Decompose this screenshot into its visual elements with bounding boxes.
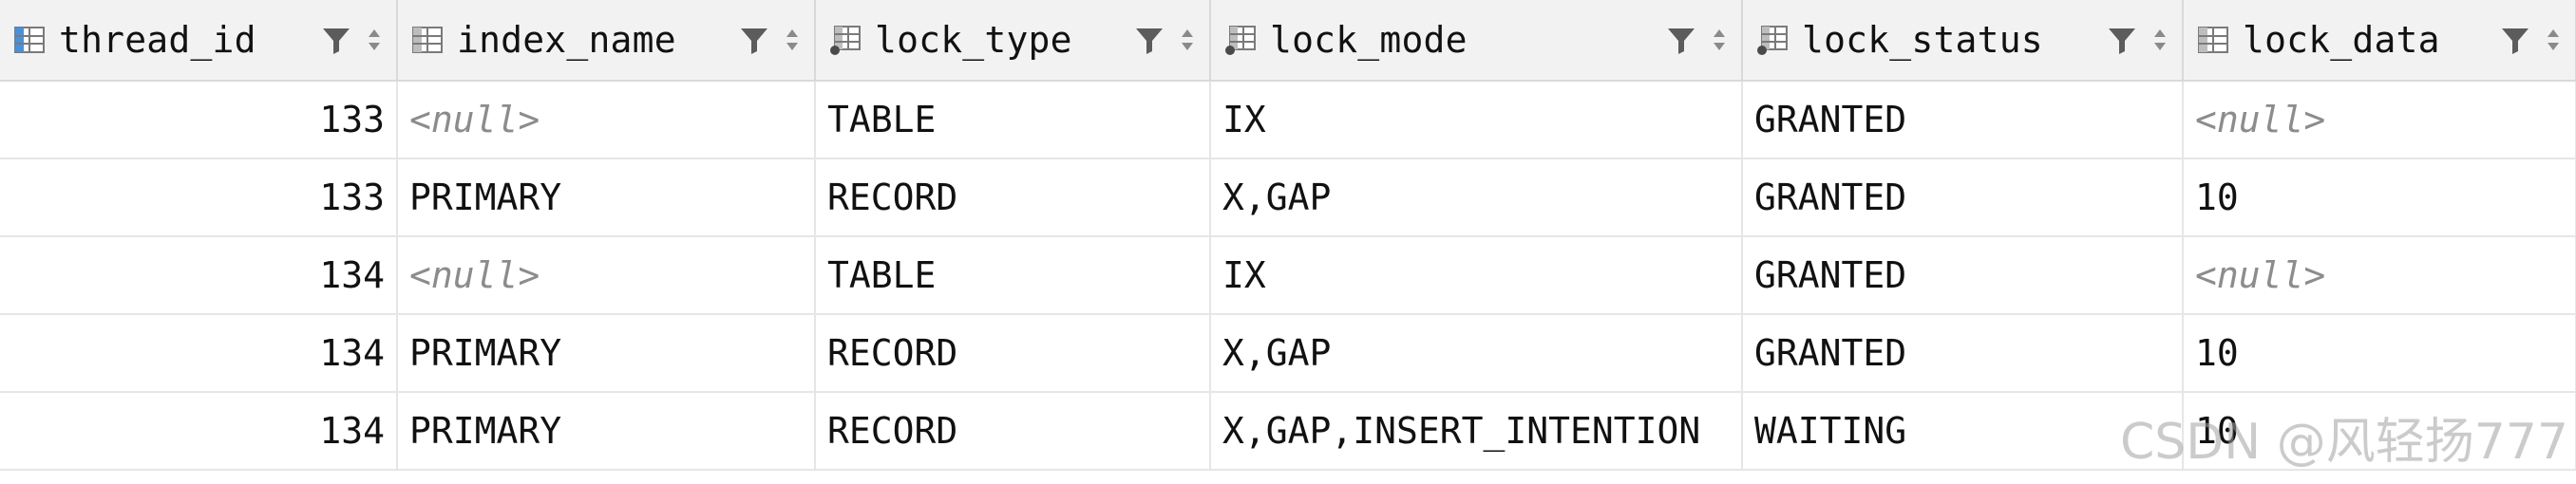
cell-thread-id[interactable]: 134 (0, 392, 398, 471)
cell-lock-data[interactable]: <null> (2183, 81, 2576, 159)
cell-lock-mode[interactable]: X,GAP (1210, 314, 1743, 393)
table-column-icon (2197, 24, 2229, 56)
cell-lock-type[interactable]: RECORD (815, 314, 1211, 393)
table-row[interactable]: 133 <null> TABLE IX GRANTED <null> (0, 81, 2576, 159)
column-header-label: index_name (457, 19, 676, 61)
filter-icon[interactable] (2499, 24, 2531, 56)
cell-lock-type[interactable]: RECORD (815, 158, 1211, 237)
table-row[interactable]: 134 PRIMARY RECORD X,GAP,INSERT_INTENTIO… (0, 392, 2576, 471)
cell-thread-id[interactable]: 133 (0, 81, 398, 159)
cell-index-name[interactable]: PRIMARY (397, 392, 816, 471)
table-column-key-icon (829, 24, 862, 56)
cell-lock-status[interactable]: GRANTED (1742, 236, 2184, 315)
table-column-icon (13, 24, 46, 56)
cell-lock-mode[interactable]: IX (1210, 81, 1743, 159)
column-header-index-name[interactable]: index_name (397, 0, 816, 82)
cell-lock-mode[interactable]: IX (1210, 236, 1743, 315)
column-header-thread-id[interactable]: thread_id (0, 0, 398, 82)
table-body: 133 <null> TABLE IX GRANTED <null> 133 P… (0, 81, 2576, 471)
sort-icon[interactable] (2151, 26, 2169, 54)
cell-lock-data[interactable]: 10 (2183, 392, 2576, 471)
cell-lock-type[interactable]: TABLE (815, 81, 1211, 159)
cell-index-name[interactable]: <null> (397, 236, 816, 315)
column-header-label: lock_status (1802, 19, 2043, 61)
cell-lock-data[interactable]: 10 (2183, 158, 2576, 237)
cell-lock-mode[interactable]: X,GAP,INSERT_INTENTION (1210, 392, 1743, 471)
table-column-key-icon (1756, 24, 1789, 56)
cell-index-name[interactable]: PRIMARY (397, 314, 816, 393)
cell-thread-id[interactable]: 134 (0, 236, 398, 315)
cell-lock-status[interactable]: GRANTED (1742, 314, 2184, 393)
filter-icon[interactable] (320, 24, 352, 56)
cell-index-name[interactable]: PRIMARY (397, 158, 816, 237)
column-header-label: thread_id (59, 19, 256, 61)
cell-thread-id[interactable]: 134 (0, 314, 398, 393)
filter-icon[interactable] (1665, 24, 1697, 56)
lock-table: thread_id (0, 0, 2576, 471)
column-header-label: lock_type (875, 19, 1072, 61)
column-header-lock-data[interactable]: lock_data (2183, 0, 2576, 82)
sort-icon[interactable] (2545, 26, 2562, 54)
cell-lock-status[interactable]: GRANTED (1742, 81, 2184, 159)
table-row[interactable]: 134 PRIMARY RECORD X,GAP GRANTED 10 (0, 314, 2576, 393)
cell-lock-data[interactable]: <null> (2183, 236, 2576, 315)
table-row[interactable]: 134 <null> TABLE IX GRANTED <null> (0, 236, 2576, 315)
table-column-icon (411, 24, 444, 56)
table-row[interactable]: 133 PRIMARY RECORD X,GAP GRANTED 10 (0, 158, 2576, 237)
cell-thread-id[interactable]: 133 (0, 158, 398, 237)
cell-index-name[interactable]: <null> (397, 81, 816, 159)
sort-icon[interactable] (1179, 26, 1196, 54)
column-header-lock-status[interactable]: lock_status (1742, 0, 2184, 82)
filter-icon[interactable] (2106, 24, 2138, 56)
cell-lock-status[interactable]: GRANTED (1742, 158, 2184, 237)
cell-lock-data[interactable]: 10 (2183, 314, 2576, 393)
column-header-label: lock_data (2243, 19, 2440, 61)
cell-lock-type[interactable]: RECORD (815, 392, 1211, 471)
column-header-label: lock_mode (1270, 19, 1468, 61)
cell-lock-type[interactable]: TABLE (815, 236, 1211, 315)
cell-lock-status[interactable]: WAITING (1742, 392, 2184, 471)
column-header-lock-mode[interactable]: lock_mode (1210, 0, 1743, 82)
table-column-key-icon (1224, 24, 1257, 56)
filter-icon[interactable] (738, 24, 770, 56)
filter-icon[interactable] (1133, 24, 1165, 56)
sort-icon[interactable] (366, 26, 383, 54)
sort-icon[interactable] (1711, 26, 1728, 54)
table-header: thread_id (0, 0, 2576, 82)
column-header-lock-type[interactable]: lock_type (815, 0, 1211, 82)
cell-lock-mode[interactable]: X,GAP (1210, 158, 1743, 237)
header-row: thread_id (0, 0, 2576, 82)
sort-icon[interactable] (784, 26, 801, 54)
